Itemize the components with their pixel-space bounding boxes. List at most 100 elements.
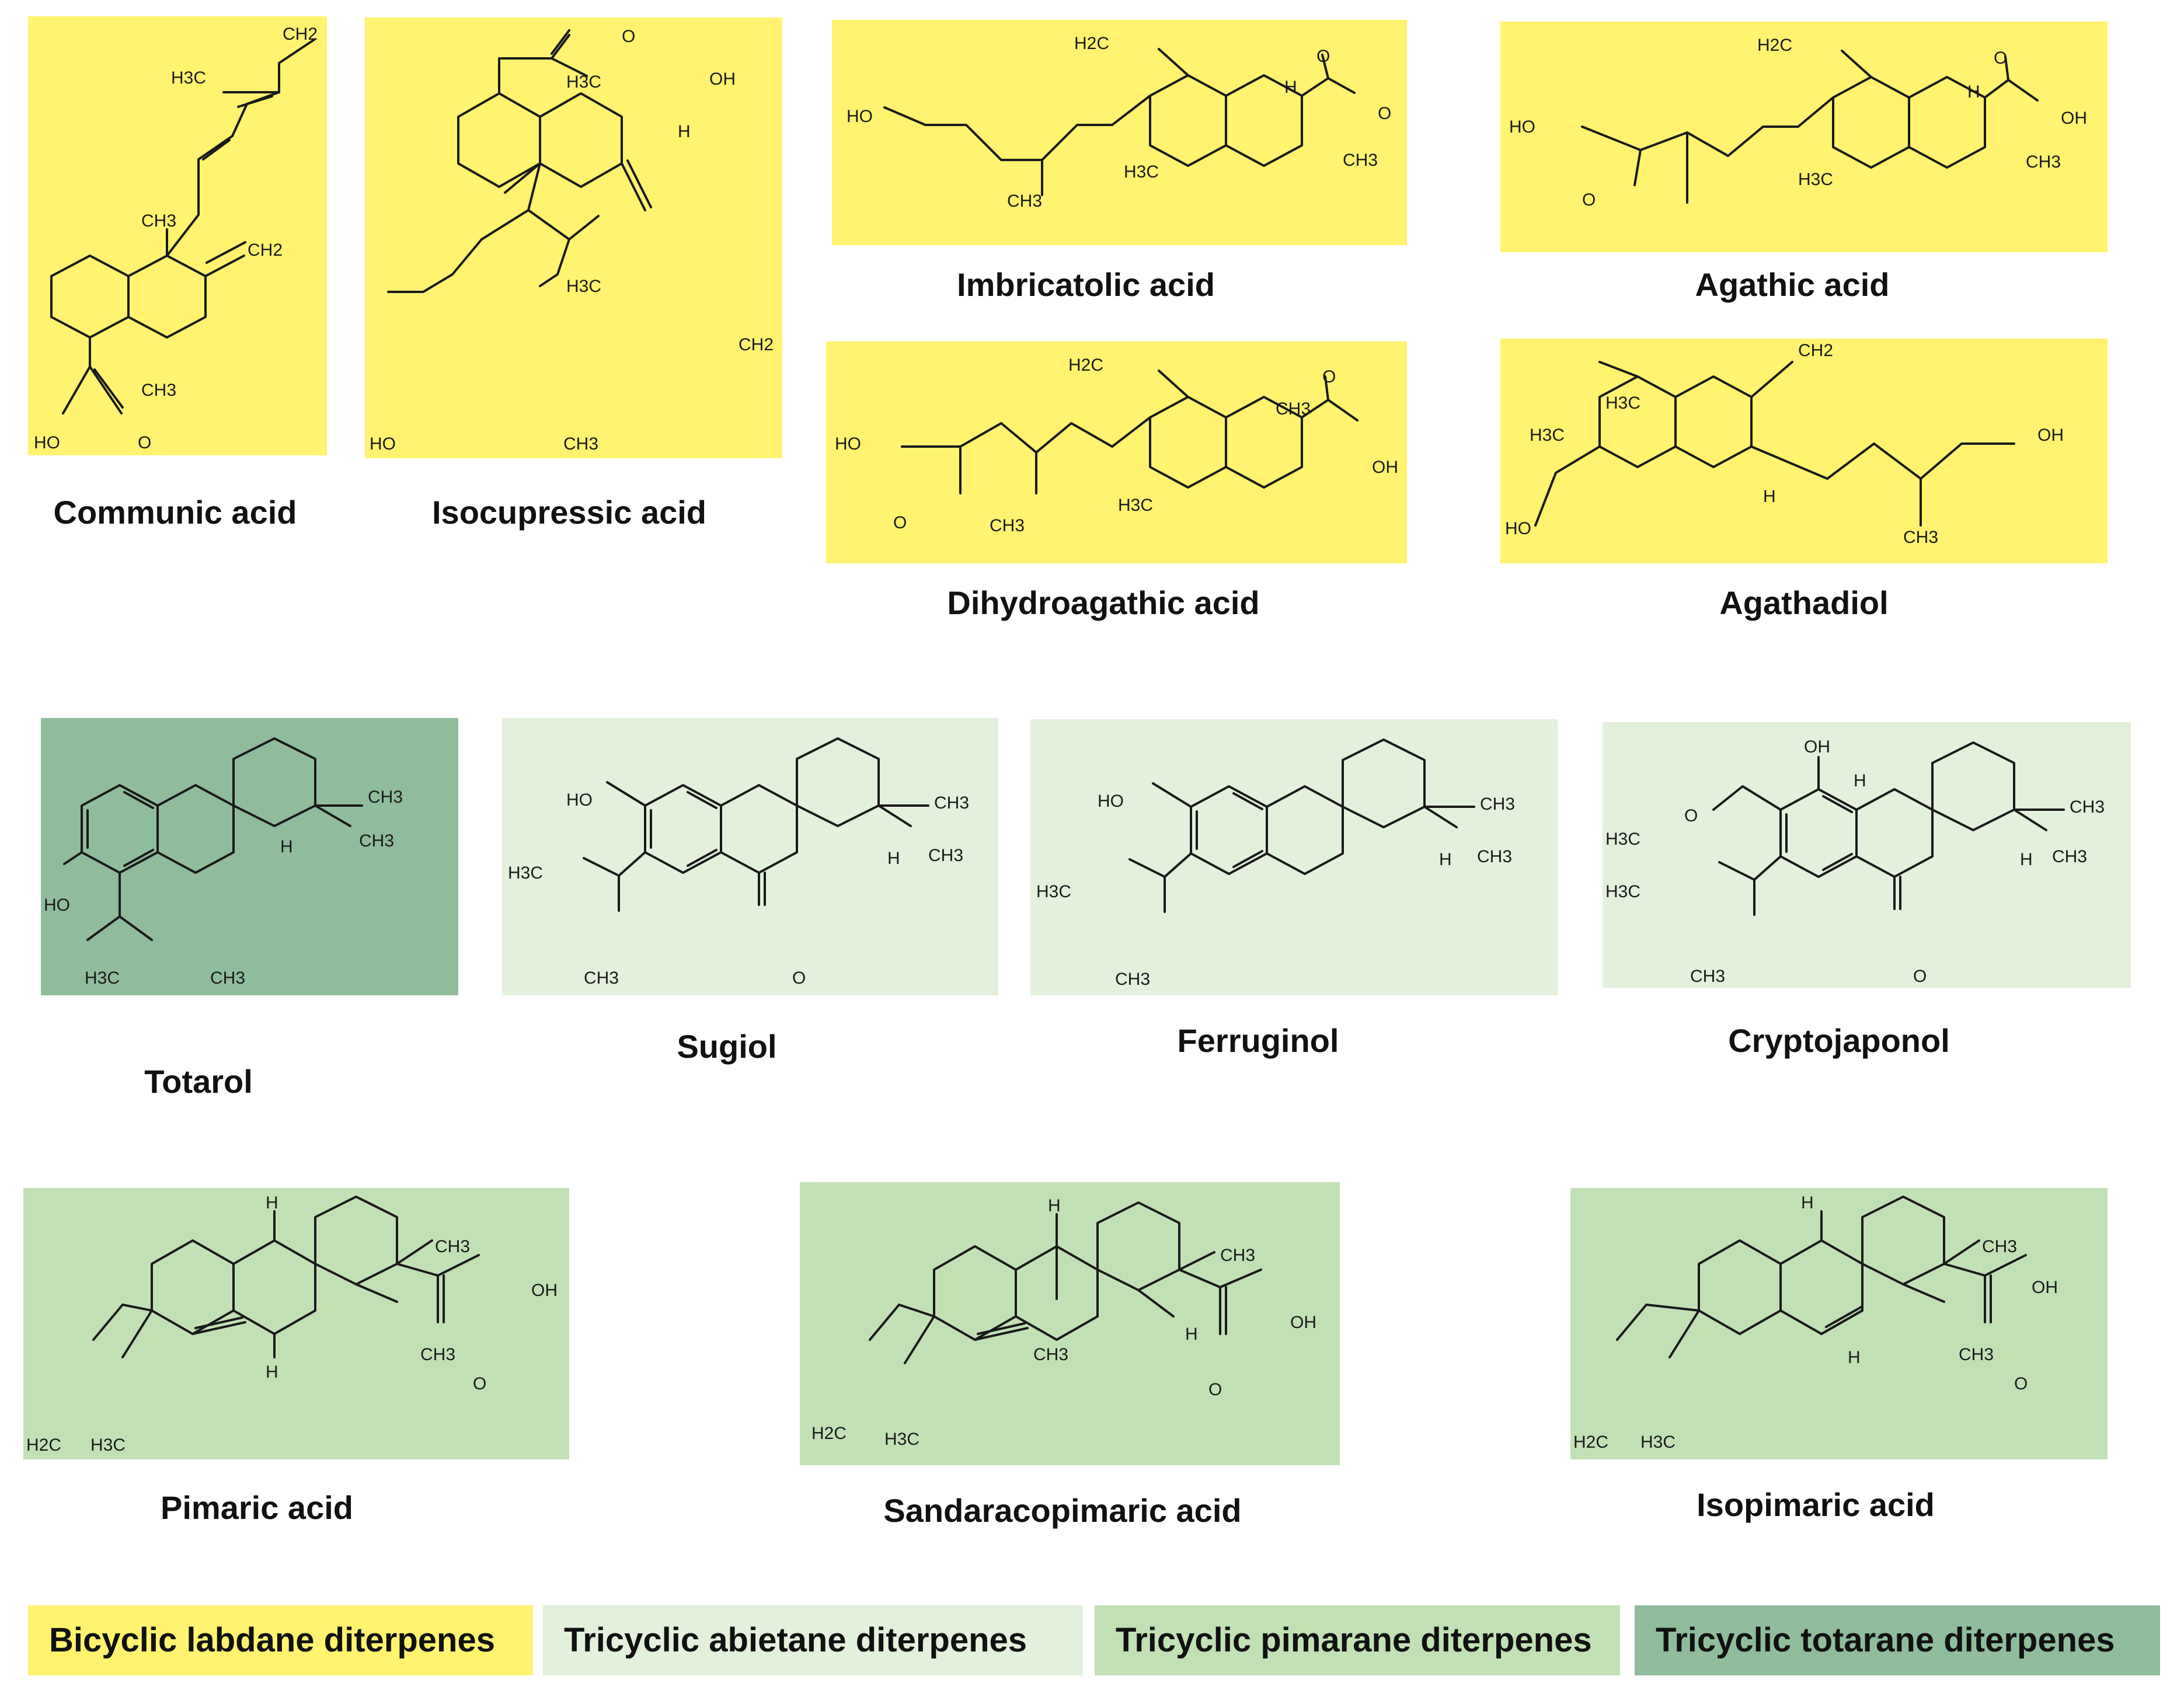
legend-labdane: Bicyclic labdane diterpenes (28, 1605, 533, 1675)
compound-name: Sugiol (677, 1028, 777, 1065)
compound-panel-isopimaric-acid: H CH3 OH H CH3 O H2C H3C (1570, 1188, 2108, 1459)
atom-label: O (138, 433, 151, 452)
atom-label: H3C (1605, 882, 1640, 901)
atom-label: OH (1290, 1313, 1316, 1332)
atom-label: O (622, 27, 635, 46)
compound-panel-sandaracopimaric-acid: H CH3 OH CH3 H O H2C H3C (800, 1182, 1340, 1465)
atom-label: O (1316, 47, 1330, 66)
atom-label: HO (835, 434, 861, 454)
compound-panel-communic-acid: CH2 H3C CH3 CH2 CH3 HO O (28, 16, 327, 455)
atom-label: H (1048, 1196, 1061, 1215)
atom-label: O (2014, 1374, 2028, 1393)
structure-dihydroagathic-acid: H2C CH3 O OH HO O CH3 H3C (835, 356, 1398, 535)
atom-label: H3C (1118, 496, 1153, 515)
legend-totarane: Tricyclic totarane diterpenes (1635, 1605, 2160, 1675)
atom-label: H (1854, 771, 1866, 790)
atom-label: H3C (171, 68, 206, 88)
structure-isopimaric-acid: H CH3 OH H CH3 O H2C H3C (1573, 1193, 2058, 1452)
atom-label: CH2 (283, 25, 318, 44)
compound-panel-dihydroagathic-acid: H2C CH3 O OH HO O CH3 H3C (826, 342, 1407, 563)
atom-label: O (893, 513, 907, 532)
atom-label: CH3 (141, 211, 176, 231)
compound-name: Totarol (144, 1063, 253, 1100)
atom-label: H (678, 122, 691, 141)
atom-label: OH (1372, 458, 1398, 477)
atom-label: O (1378, 104, 1391, 123)
atom-label: HO (1509, 117, 1535, 137)
atom-label: HO (1098, 792, 1124, 811)
atom-label: CH3 (210, 968, 245, 988)
structure-sandaracopimaric-acid: H CH3 OH CH3 H O H2C H3C (811, 1196, 1316, 1449)
atom-label: CH3 (1690, 967, 1725, 986)
atom-label: O (1582, 190, 1596, 210)
atom-label: CH2 (1798, 341, 1833, 360)
atom-label: CH3 (1903, 528, 1938, 547)
atom-label: CH3 (990, 516, 1025, 535)
atom-label: H (266, 1363, 278, 1382)
atom-label: CH3 (928, 846, 963, 865)
atom-label: CH2 (739, 335, 774, 354)
compound-panel-totarol: CH3 CH3 H HO H3C CH3 (41, 718, 458, 995)
compound-panel-pimaric-acid: H CH3 OH H CH3 O H2C H3C (23, 1188, 569, 1459)
atom-label: CH3 (368, 787, 403, 807)
compound-panel-cryptojaponol: OH H O H3C CH3 CH3 H3C H CH3 O (1603, 722, 2131, 988)
atom-label: CH3 (420, 1345, 455, 1364)
atom-label: CH3 (2026, 152, 2061, 172)
atom-label: H2C (1757, 36, 1792, 55)
atom-label: CH3 (1343, 151, 1378, 170)
compound-name: Agathadiol (1719, 584, 1889, 621)
atom-label: H3C (85, 968, 120, 988)
compound-panel-sugiol: HO CH3 CH3 H H3C CH3 O (502, 718, 998, 995)
atom-label: CH3 (584, 968, 619, 988)
atom-label: HO (847, 107, 873, 126)
compound-name: Agathic acid (1695, 266, 1890, 303)
atom-label: OH (2032, 1278, 2058, 1297)
compound-panel-agathic-acid: H2C H O OH HO O H3C CH3 (1500, 22, 2108, 252)
atom-label: OH (1804, 737, 1830, 757)
atom-label: O (792, 968, 806, 988)
compound-panel-agathadiol: CH2 H3C H3C OH HO H CH3 (1500, 339, 2108, 563)
atom-label: O (473, 1374, 486, 1393)
structure-imbricatolic-acid: H2C H O O HO H3C CH3 CH3 (847, 34, 1391, 211)
structure-agathadiol: CH2 H3C H3C OH HO H CH3 (1505, 341, 2064, 547)
atom-label: H3C (1605, 393, 1640, 413)
structure-cryptojaponol: OH H O H3C CH3 CH3 H3C H CH3 O (1605, 737, 2105, 986)
legend-abietane: Tricyclic abietane diterpenes (543, 1605, 1083, 1675)
atom-label: O (1208, 1380, 1222, 1399)
atom-label: CH3 (359, 831, 394, 851)
compound-name: Pimaric acid (161, 1489, 353, 1526)
atom-label: H (1763, 487, 1776, 506)
atom-label: H (887, 849, 900, 868)
structure-communic-acid: CH2 H3C CH3 CH2 CH3 HO O (34, 25, 318, 452)
atom-label: CH3 (141, 381, 176, 400)
atom-label: H2C (1074, 34, 1109, 53)
atom-label: HO (44, 895, 70, 915)
structure-agathic-acid: H2C H O OH HO O H3C CH3 (1509, 36, 2087, 210)
compound-name: Sandaracopimaric acid (883, 1492, 1242, 1529)
atom-label: CH3 (1033, 1345, 1068, 1364)
atom-label: H3C (884, 1430, 919, 1449)
atom-label: OH (709, 69, 736, 89)
atom-label: HO (566, 790, 593, 810)
atom-label: H2C (811, 1424, 847, 1443)
atom-label: CH3 (1115, 970, 1150, 989)
atom-label: CH3 (1007, 191, 1042, 211)
atom-label: CH3 (1480, 795, 1515, 814)
atom-label: O (1913, 967, 1927, 986)
atom-label: H3C (1530, 426, 1565, 445)
compound-name: Dihydroagathic acid (947, 584, 1260, 621)
atom-label: CH3 (563, 434, 598, 454)
compound-name: Ferruginol (1177, 1022, 1339, 1059)
atom-label: H (1967, 82, 1980, 102)
atom-label: HO (1505, 519, 1531, 538)
atom-label: CH3 (2070, 797, 2105, 817)
structure-totarol: CH3 CH3 H HO H3C CH3 (44, 737, 403, 988)
compound-name: Communic acid (53, 494, 297, 531)
atom-label: O (1994, 48, 2007, 68)
atom-label: H3C (566, 72, 601, 92)
atom-label: H3C (1124, 162, 1159, 182)
atom-label: CH3 (1982, 1237, 2017, 1256)
atom-label: H2C (26, 1435, 61, 1455)
compound-name: Imbricatolic acid (957, 266, 1215, 303)
atom-label: CH3 (1220, 1246, 1255, 1265)
